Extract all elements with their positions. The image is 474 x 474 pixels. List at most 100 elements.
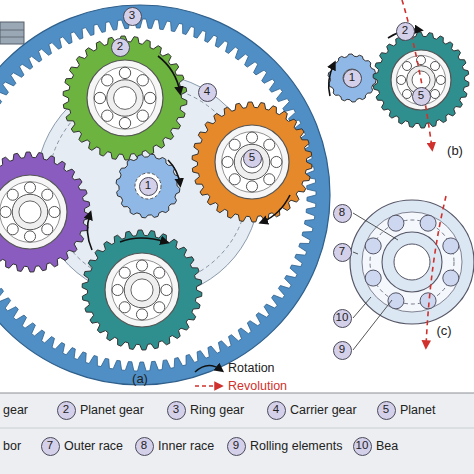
legend-text: Outer race (64, 440, 123, 453)
rolling-element (137, 110, 148, 121)
rolling-element (443, 270, 459, 286)
callout-number: 2 (57, 401, 76, 420)
rolling-element (144, 92, 155, 103)
legend-text: Carrier gear (290, 404, 357, 417)
planet-gear (82, 230, 202, 350)
rolling-element (102, 110, 113, 121)
rolling-element (119, 267, 130, 278)
rolling-element (42, 224, 53, 235)
callout-number: 10 (333, 309, 352, 328)
panel-label: (a) (132, 372, 148, 385)
callout-number: 9 (227, 437, 246, 456)
callout-text: 3 (173, 404, 179, 416)
ring-gear-teeth (0, 19, 316, 371)
housing-fragment (0, 22, 24, 44)
legend-text: Inner race (158, 440, 214, 453)
callout-number: 4 (267, 401, 286, 420)
inner-race (12, 194, 48, 230)
callout-text: 9 (339, 344, 345, 356)
rolling-element (436, 76, 445, 85)
callout-text: 2 (63, 404, 69, 416)
legend-band (0, 393, 474, 474)
rolling-element (154, 302, 165, 313)
rotation-arrow (158, 56, 180, 92)
callout-text: 5 (249, 152, 255, 164)
rolling-element (42, 189, 53, 200)
outer-race (350, 200, 474, 324)
rotation-sample (195, 365, 221, 372)
rolling-element (229, 174, 240, 185)
leader-line (353, 213, 398, 240)
panel-label: (b) (447, 144, 463, 157)
rolling-element (402, 90, 411, 99)
race-groove (222, 132, 283, 193)
callout-text: 7 (339, 246, 345, 258)
inner-race (234, 144, 270, 180)
rotation-arrow (329, 64, 334, 96)
callout-text: 9 (233, 440, 239, 452)
callout-number: 8 (333, 204, 352, 223)
leader-line (353, 252, 358, 254)
planet-gear (0, 152, 90, 272)
bore (19, 201, 41, 223)
rolling-element (161, 284, 172, 295)
race-groove (112, 260, 173, 321)
legend-text: Bea (376, 440, 398, 453)
panel-label: (c) (436, 324, 451, 337)
rotation-arrow (87, 214, 92, 250)
race-groove (0, 182, 60, 243)
legend-text: Ring gear (190, 404, 244, 417)
rolling-element (397, 76, 406, 85)
rolling-element (388, 293, 404, 309)
callout-text: 10 (356, 440, 369, 452)
rolling-element (7, 189, 18, 200)
callout-text: 4 (273, 404, 279, 416)
callout-number: 2 (111, 38, 130, 57)
callout-text: 8 (339, 207, 345, 219)
callout-text: 2 (402, 25, 408, 37)
callout-number: 5 (377, 401, 396, 420)
outer-race (0, 175, 67, 249)
rolling-element (264, 139, 275, 150)
rolling-element (24, 231, 35, 242)
rotation-arrow (120, 238, 166, 242)
callout-text: 10 (336, 312, 349, 324)
rolling-element (365, 270, 381, 286)
rolling-element (246, 181, 257, 192)
rolling-element (431, 90, 440, 99)
legend-text: Rotation (228, 362, 275, 375)
rolling-element (119, 117, 130, 128)
rolling-element (94, 92, 105, 103)
sun-gear (116, 154, 180, 218)
rolling-element (49, 206, 60, 217)
legend-text: bor (3, 440, 21, 453)
revolution-sample (195, 385, 220, 387)
sun-gear (328, 54, 376, 102)
bore (114, 87, 137, 110)
rolling-element (431, 61, 440, 70)
inner-race (107, 80, 143, 116)
rolling-element (154, 267, 165, 278)
bore (131, 279, 153, 301)
callout-text: 2 (117, 41, 123, 53)
leader-line (353, 300, 392, 350)
pitch-circle (370, 220, 454, 304)
callout-number: 8 (135, 437, 154, 456)
callout-text: 3 (129, 10, 135, 22)
outer-race (105, 253, 179, 327)
rolling-element (102, 75, 113, 86)
legend-text: gear (3, 404, 28, 417)
inner-race (124, 272, 160, 308)
callout-text: 4 (204, 86, 210, 98)
outer-race (87, 60, 163, 136)
rolling-element (0, 206, 11, 217)
callout-text: 1 (145, 180, 151, 192)
callout-number: 7 (333, 243, 352, 262)
callout-number: 5 (243, 149, 262, 168)
callout-text: 7 (47, 440, 53, 452)
rolling-element (402, 61, 411, 70)
legend-text: Rolling elements (250, 440, 342, 453)
legend-text: Planet gear (80, 404, 144, 417)
ring-gear (0, 5, 330, 385)
callout-number: 4 (198, 83, 217, 102)
